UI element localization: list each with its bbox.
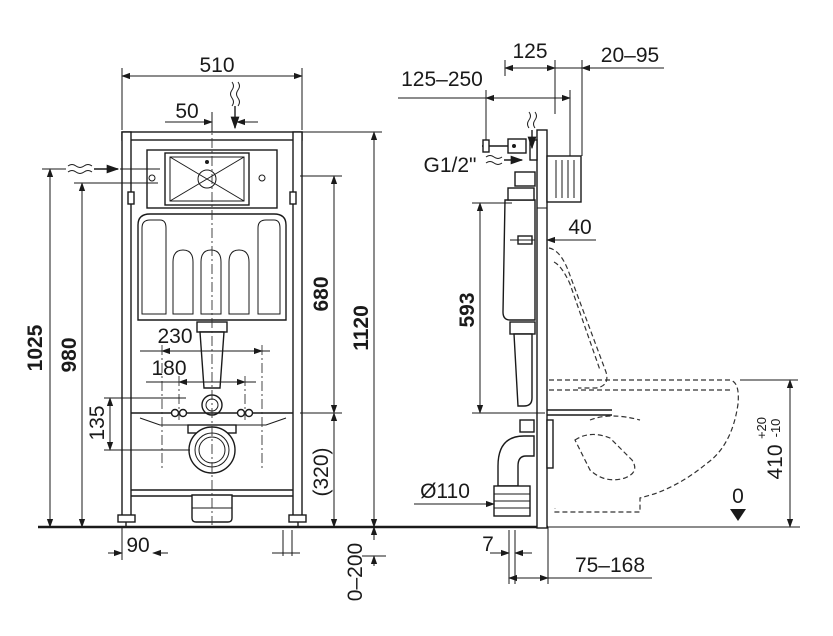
dim-230: 230: [140, 325, 270, 355]
toilet-outline: [548, 247, 739, 513]
dim-label-320: (320): [310, 447, 333, 496]
side-mounting-bolt: [547, 409, 612, 416]
seat-height-tolerance-minus: -10: [768, 419, 783, 438]
front-centerlines: [161, 120, 263, 525]
side-water-inlet-lateral-icon: [485, 155, 524, 165]
side-inlet-valve: [482, 138, 527, 154]
dim-label-0-200: 0–200: [344, 543, 367, 601]
dim-label-410: 410: [764, 444, 787, 479]
dim-510: 510: [121, 54, 303, 130]
dim-1025: 1025: [24, 168, 66, 528]
dim-980: 980: [58, 182, 158, 528]
dim-label-diameter: Ø110: [420, 480, 470, 503]
thread-size-text: G1/2": [424, 154, 477, 177]
dim-90: 90: [108, 527, 168, 560]
dim-135: 135: [86, 397, 190, 451]
dim-diameter-110: Ø110: [414, 480, 495, 508]
level-triangle-icon: [730, 509, 746, 521]
dim-label-180: 180: [151, 357, 186, 380]
dim-410: 410 +20 -10: [740, 379, 798, 528]
dim-label-230: 230: [157, 325, 192, 348]
dim-label-40: 40: [568, 216, 591, 239]
dim-125-250: 125–250: [398, 68, 571, 156]
water-inlet-side-icon: [67, 164, 160, 174]
side-cistern: [502, 171, 536, 407]
dim-label-593: 593: [456, 292, 479, 327]
dim-20-95: 20–95: [555, 44, 664, 156]
flush-plate: [146, 149, 278, 209]
dim-125: 125: [504, 40, 556, 114]
dim-label-1120: 1120: [350, 305, 373, 351]
dim-label-1025: 1025: [24, 324, 47, 371]
dim-label-75-168: 75–168: [575, 554, 645, 577]
front-view: 510 50 1025 980 680: [24, 54, 386, 601]
dim-label-510: 510: [199, 54, 234, 77]
thread-label: G1/2": [424, 154, 477, 177]
dim-50: 50: [165, 100, 258, 132]
dim-label-90: 90: [126, 534, 149, 557]
side-water-inlet-icon: [527, 111, 537, 150]
floor-zero-label: 0: [732, 485, 744, 508]
side-view: 125 20–95 125–250 G1/2" 40: [398, 40, 798, 584]
dim-180: 180: [146, 357, 256, 386]
floor-zero-mark: 0: [730, 485, 746, 521]
dim-680: 680: [300, 175, 342, 414]
dim-1120: 1120: [302, 131, 382, 528]
dim-label-135: 135: [86, 405, 109, 440]
dim-320: (320): [310, 412, 338, 528]
dim-40: 40: [510, 216, 596, 246]
water-inlet-icon: [230, 81, 240, 130]
dim-label-125-250: 125–250: [401, 68, 483, 91]
seat-height-value: 410: [764, 444, 787, 479]
seat-height-tolerance-plus: +20: [754, 417, 769, 439]
dim-0-200: 0–200: [272, 526, 386, 601]
side-frame: [529, 129, 582, 529]
dim-label-7: 7: [482, 533, 494, 556]
dim-75-168: 75–168: [508, 527, 652, 584]
dim-label-680: 680: [310, 276, 333, 311]
dim-label-980: 980: [58, 337, 81, 372]
dim-label-20-95: 20–95: [601, 44, 659, 67]
dim-7: 7: [482, 530, 532, 584]
dim-593: 593: [456, 202, 545, 414]
side-drain-elbow: [493, 419, 554, 517]
front-frame: [117, 131, 307, 527]
dim-label-50: 50: [175, 100, 198, 123]
dim-label-125: 125: [512, 40, 547, 63]
